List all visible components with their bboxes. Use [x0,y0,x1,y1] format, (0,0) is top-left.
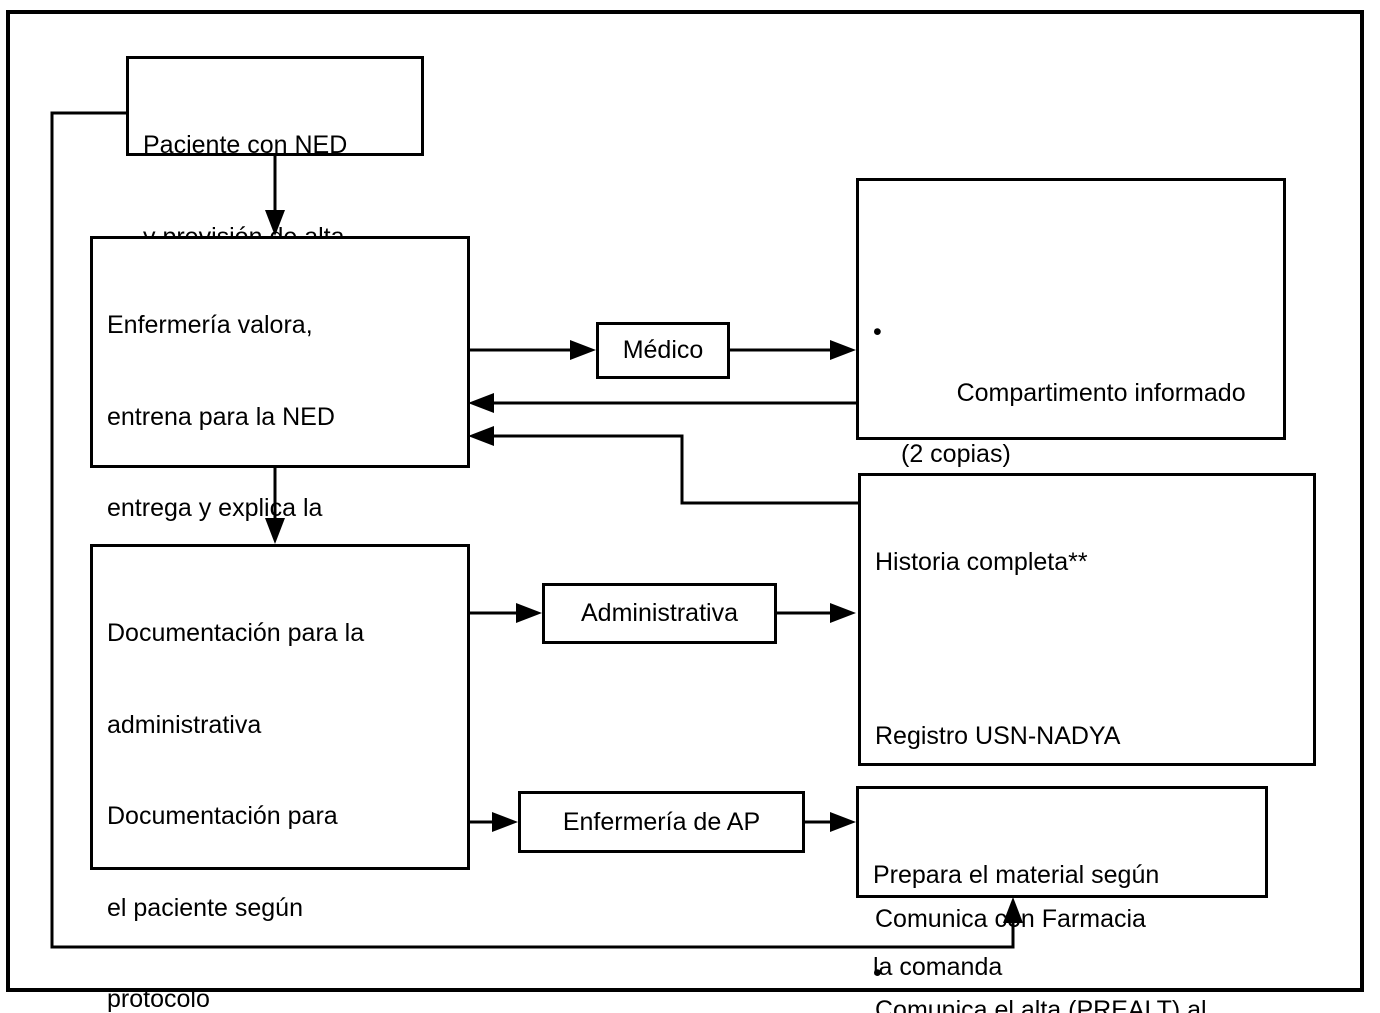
edge-patient-loop-to-prepare [50,111,1023,949]
node-paciente-con-ned[interactable]: Paciente con NED y previsión de alta [126,56,424,251]
enfermeria-line-3: entrega y explica la [107,494,323,522]
bullet-marker: • [873,958,882,987]
prepara-line-1: Prepara el material según [873,861,1160,889]
edge-documentation-to-ap-nursing [468,812,518,832]
node-enfermeria-valora[interactable]: Enfermería valora, entrena para la NED e… [90,236,470,797]
list-item: • Compartimento informado (2 copias) [871,317,1271,531]
node-medico[interactable]: Médico [596,322,730,379]
node-prepara-material[interactable]: Prepara el material según la comanda [856,786,1268,981]
node-enfermeria-de-ap[interactable]: Enfermería de AP [518,791,805,853]
node-documentos-medico[interactable]: • Compartimento informado (2 copias) • I… [856,178,1286,987]
list-item: • Solicitud NED [871,958,1271,1013]
historia-spacer [875,639,1299,660]
enfermeria-ap-label: Enfermería de AP [562,807,761,836]
outer-frame [6,10,1364,992]
paciente-line-1: Paciente con NED [143,131,348,159]
edge-documents-to-nursing [468,393,856,413]
edge-doctor-to-documents [730,340,856,360]
historia-line-2: Registro USN-NADYA [875,721,1121,750]
prepara-line-2: la comanda [873,952,1003,981]
edge-historia-to-nursing [468,426,858,505]
historia-line-4: Comunica con Farmacia [875,904,1146,933]
documentacion-line-2: administrativa [107,710,262,739]
list-item-text: Compartimento informado [956,379,1246,407]
node-administrativa[interactable]: Administrativa [542,583,777,644]
edge-nursing-to-doctor [468,340,596,360]
administrativa-label: Administrativa [581,599,738,628]
documentacion-line-1: Documentación para la [107,619,365,647]
node-documentacion-administrativa[interactable]: Documentación para la administrativa Doc… [90,544,470,1013]
list-item-continuation: (2 copias) [901,440,1011,468]
documentacion-line-3: Documentación para [107,802,338,830]
edge-patient-to-nursing [265,156,285,236]
bullet-marker: • [873,318,882,346]
edge-documentation-to-administrativa [468,603,542,623]
enfermeria-line-2: entrena para la NED [107,402,335,431]
edge-ap-nursing-to-prepare [805,812,856,832]
enfermeria-line-1: Enfermería valora, [107,311,313,339]
edge-nursing-to-documentation [265,468,285,544]
medico-label: Médico [622,336,704,365]
node-historia-completa[interactable]: Historia completa** Registro USN-NADYA C… [858,473,1316,1013]
documentacion-line-4: el paciente según [107,893,303,922]
historia-line-5: Comunica el alta (PREALT) al [875,996,1207,1013]
historia-line-1: Historia completa** [875,548,1088,576]
documentacion-line-5: protocolo [107,985,210,1013]
edge-administrativa-to-historia [777,603,856,623]
